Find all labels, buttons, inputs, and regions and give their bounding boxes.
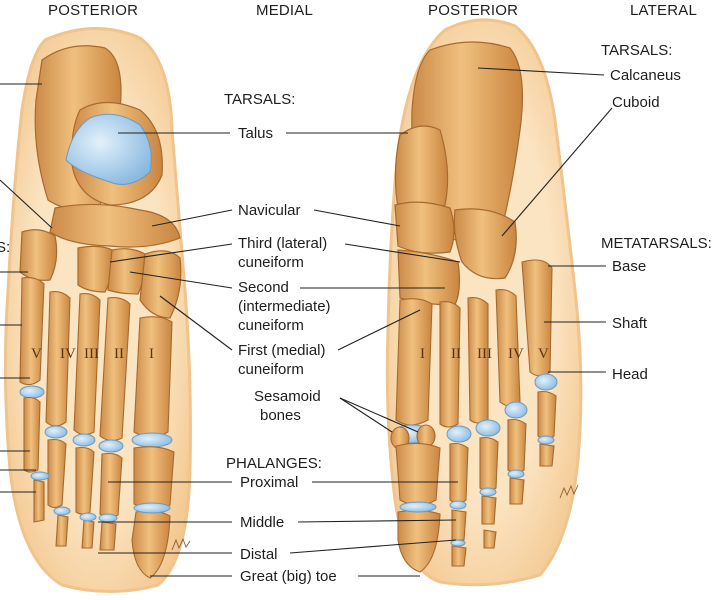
label-second-cuneiform-line2: (intermediate) (238, 298, 331, 315)
right-phalanx-joints (399, 435, 555, 547)
numeral-left-v: V (31, 346, 42, 362)
right-foot (385, 18, 583, 587)
numeral-right-v: V (538, 346, 549, 362)
artist-signature-right (559, 484, 579, 499)
label-shaft: Shaft (612, 315, 648, 332)
left-talus-cartilage (65, 113, 152, 185)
label-navicular: Navicular (238, 202, 301, 219)
label-third-cuneiform: Third (lateral) cuneiform (238, 234, 327, 272)
label-base: Base (612, 258, 647, 275)
right-navicular (394, 201, 455, 254)
label-second-cuneiform: Second (intermediate) cuneiform (238, 278, 331, 335)
label-distal: Distal (240, 546, 278, 563)
label-calcaneus: Calcaneus (610, 67, 681, 84)
right-phalanges (395, 390, 557, 573)
label-sesamoid-line1: Sesamoid (254, 388, 321, 405)
leader-lines (0, 67, 613, 577)
label-sesamoid-line2: bones (260, 407, 301, 424)
label-talus: Talus (238, 125, 274, 142)
left-metatarsals (19, 277, 173, 442)
header-medial: MEDIAL (256, 2, 314, 19)
numeral-right-iv: IV (508, 346, 524, 362)
group-tarsals-right: TARSALS: (601, 42, 673, 59)
left-first-cuneiform (139, 250, 182, 319)
label-third-cuneiform-line2: cuneiform (238, 254, 304, 271)
label-second-cuneiform-line1: Second (238, 279, 289, 296)
numeral-right-i: I (420, 346, 425, 362)
label-head: Head (612, 366, 648, 383)
left-foot (3, 26, 192, 593)
label-middle: Middle (240, 514, 285, 531)
numeral-left-iv: IV (60, 346, 76, 362)
group-metatarsals-right: METATARSALS: (601, 235, 712, 252)
group-phalanges: PHALANGES: (226, 455, 322, 472)
right-metatarsals (395, 259, 553, 428)
header-lateral: LATERAL (630, 2, 697, 19)
right-sesamoids (390, 424, 436, 450)
numeral-right-ii: II (451, 346, 461, 362)
label-cuboid: Cuboid (612, 94, 660, 111)
left-cuboid (19, 229, 58, 281)
label-third-cuneiform-line1: Third (lateral) (238, 235, 328, 252)
numeral-right-iii: III (477, 346, 492, 362)
label-great-toe: Great (big) toe (240, 568, 337, 585)
label-first-cuneiform-line2: cuneiform (238, 361, 304, 378)
right-cuboid (453, 208, 517, 280)
group-cut-left: S: (0, 239, 11, 256)
label-first-cuneiform: First (medial) cuneiform (238, 341, 326, 379)
artist-signature-left (171, 537, 191, 551)
left-third-cuneiform (77, 245, 113, 293)
header-right-posterior: POSTERIOR (428, 2, 519, 19)
right-talus (394, 125, 449, 212)
label-second-cuneiform-line3: cuneiform (238, 317, 304, 334)
numeral-left-ii: II (114, 346, 124, 362)
left-phalanges (23, 396, 175, 579)
label-proximal: Proximal (240, 474, 299, 491)
label-sesamoid-bones: Sesamoid bones (254, 387, 321, 425)
label-first-cuneiform-line1: First (medial) (238, 342, 326, 359)
numeral-left-iii: III (84, 346, 99, 362)
group-tarsals-middle: TARSALS: (224, 91, 296, 108)
left-phalanx-joints (30, 471, 171, 523)
left-second-cuneiform (107, 248, 146, 295)
header-left-posterior: POSTERIOR (48, 2, 139, 19)
left-navicular (49, 203, 181, 248)
numeral-left-i: I (149, 346, 154, 362)
left-metatarsal-heads (19, 385, 173, 453)
